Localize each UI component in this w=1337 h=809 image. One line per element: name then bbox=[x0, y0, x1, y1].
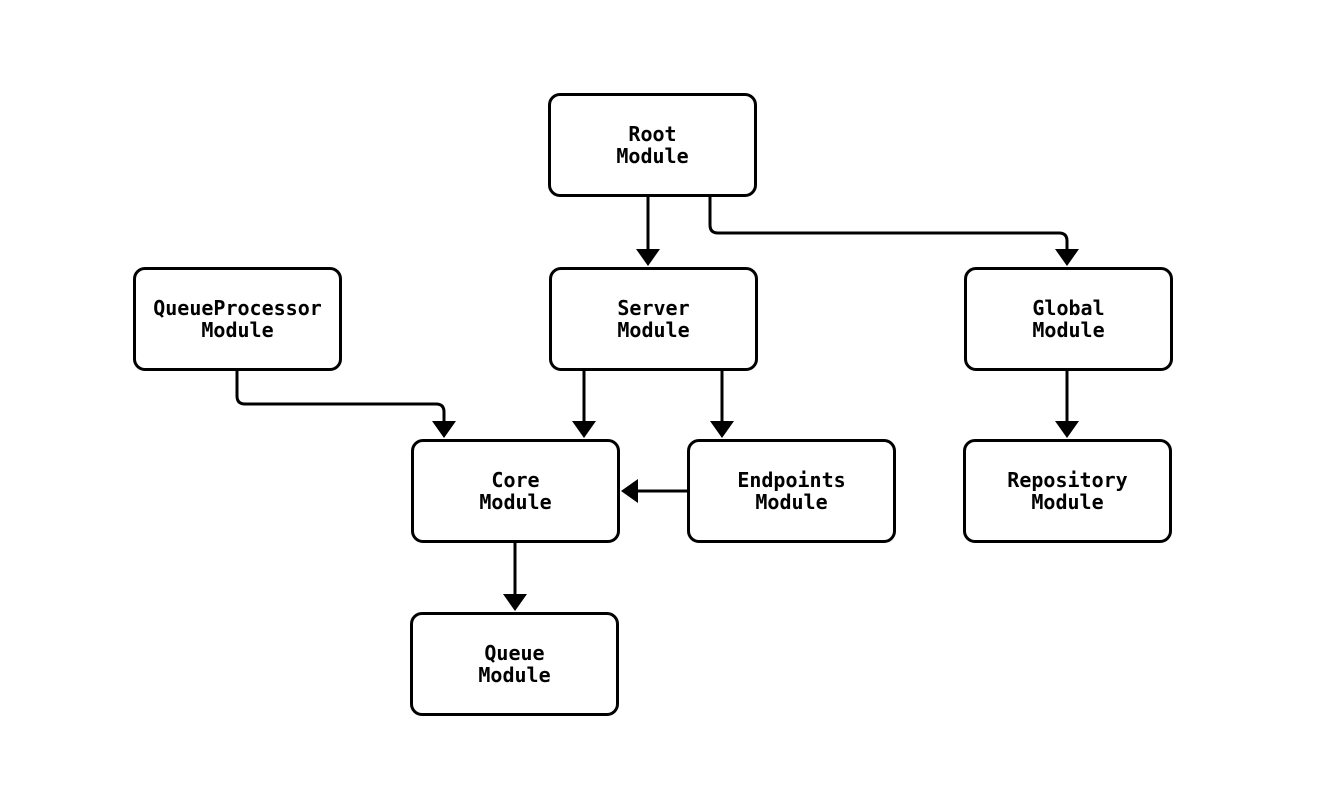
node-queueprocessor-module: QueueProcessor Module bbox=[133, 267, 342, 371]
node-repository-module: Repository Module bbox=[963, 439, 1172, 543]
node-core-module: Core Module bbox=[411, 439, 620, 543]
edge-queueprocessor-to-core bbox=[235, 370, 456, 438]
node-endpoints-module: Endpoints Module bbox=[687, 439, 896, 543]
node-global-module: Global Module bbox=[964, 267, 1173, 371]
node-queue-module: Queue Module bbox=[410, 612, 619, 716]
node-root-module: Root Module bbox=[548, 93, 757, 197]
edge-root-to-global bbox=[708, 197, 1079, 266]
node-server-module: Server Module bbox=[549, 267, 758, 371]
